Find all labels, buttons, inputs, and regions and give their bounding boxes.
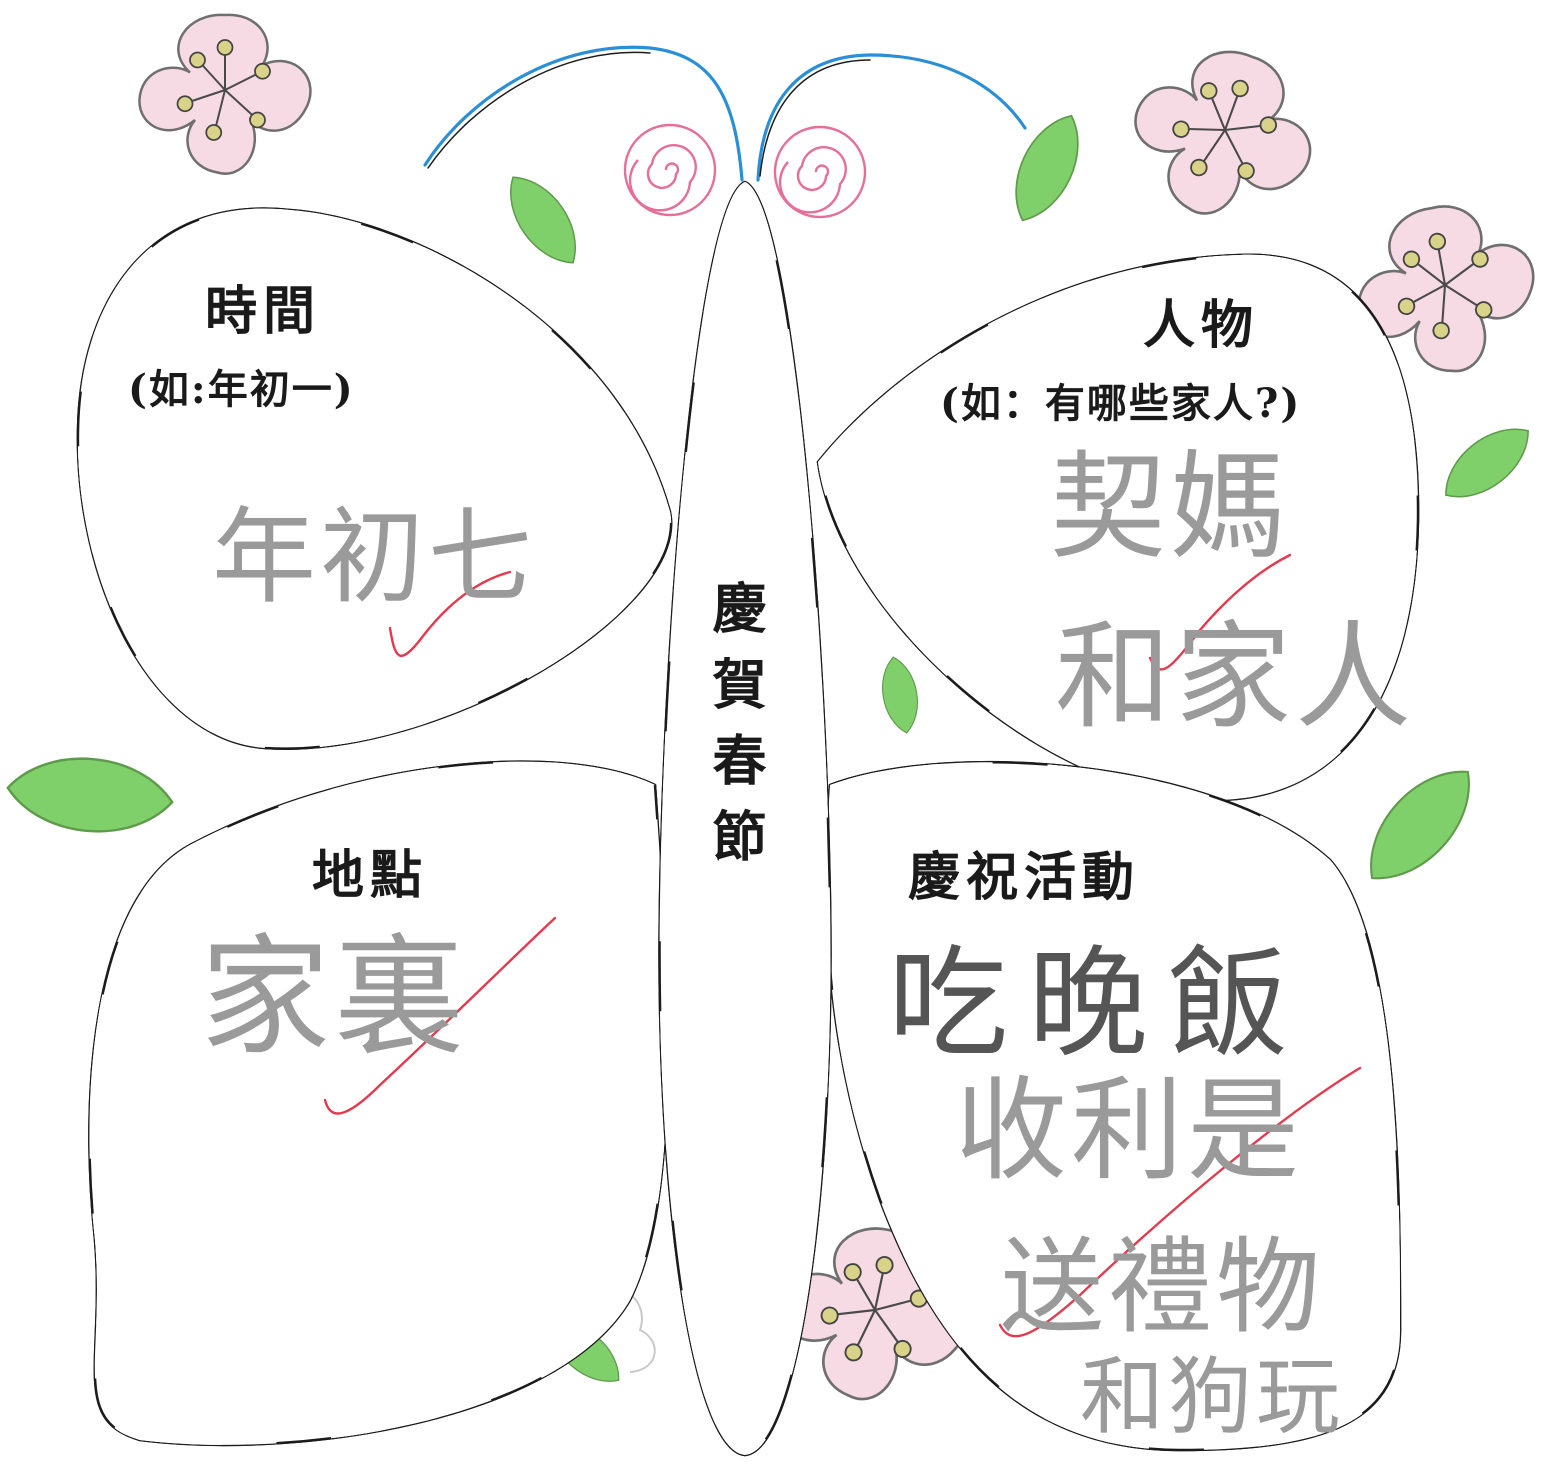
checkmark-icon <box>388 570 512 658</box>
leaf-icon <box>1347 749 1493 901</box>
wing-upper-right <box>818 255 1418 800</box>
time-section-title: 時間 <box>205 281 322 342</box>
eye-right <box>773 125 867 219</box>
eye-left <box>623 123 717 217</box>
place-section-title: 地點 <box>312 845 429 906</box>
antenna-left <box>423 45 744 182</box>
activity-section-title: 慶祝活動 <box>908 847 1141 908</box>
place-answer: 家裏 <box>200 921 469 1073</box>
antenna-right <box>756 53 1027 182</box>
wing-lower-right <box>827 762 1400 1450</box>
people-answer-line-1: 契媽 <box>1050 440 1290 575</box>
blossom-icon <box>138 13 312 175</box>
blossom-icon <box>1110 24 1337 244</box>
center-title: 慶賀春節 <box>703 580 767 884</box>
people-section-hint: (如：有哪些家人?) <box>940 380 1302 427</box>
leaf-icon <box>1431 412 1543 514</box>
time-answer: 年初七 <box>212 496 537 618</box>
leaf-icon <box>3 750 177 840</box>
people-answer-line-2: 和家人 <box>1055 610 1415 745</box>
checkmark-icon <box>998 1066 1362 1338</box>
checkmark-icon <box>1148 553 1292 671</box>
activity-answer-line-1: 吃晚飯 <box>888 935 1308 1074</box>
butterfly-body <box>660 182 831 1455</box>
checkmark-icon <box>323 916 557 1115</box>
people-section-title: 人物 <box>1143 295 1260 356</box>
leaf-icon <box>998 104 1096 232</box>
time-section-hint: (如:年初一) <box>128 366 355 413</box>
leaf-icon <box>876 653 924 737</box>
activity-answer-line-4: 和狗玩 <box>1080 1348 1345 1446</box>
activity-answer-line-3: 送禮物 <box>1000 1226 1325 1348</box>
wing-lower-left <box>89 762 667 1445</box>
leaf-icon <box>493 163 593 277</box>
wing-upper-left <box>78 209 671 749</box>
activity-answer-line-2: 收利是 <box>955 1066 1303 1196</box>
